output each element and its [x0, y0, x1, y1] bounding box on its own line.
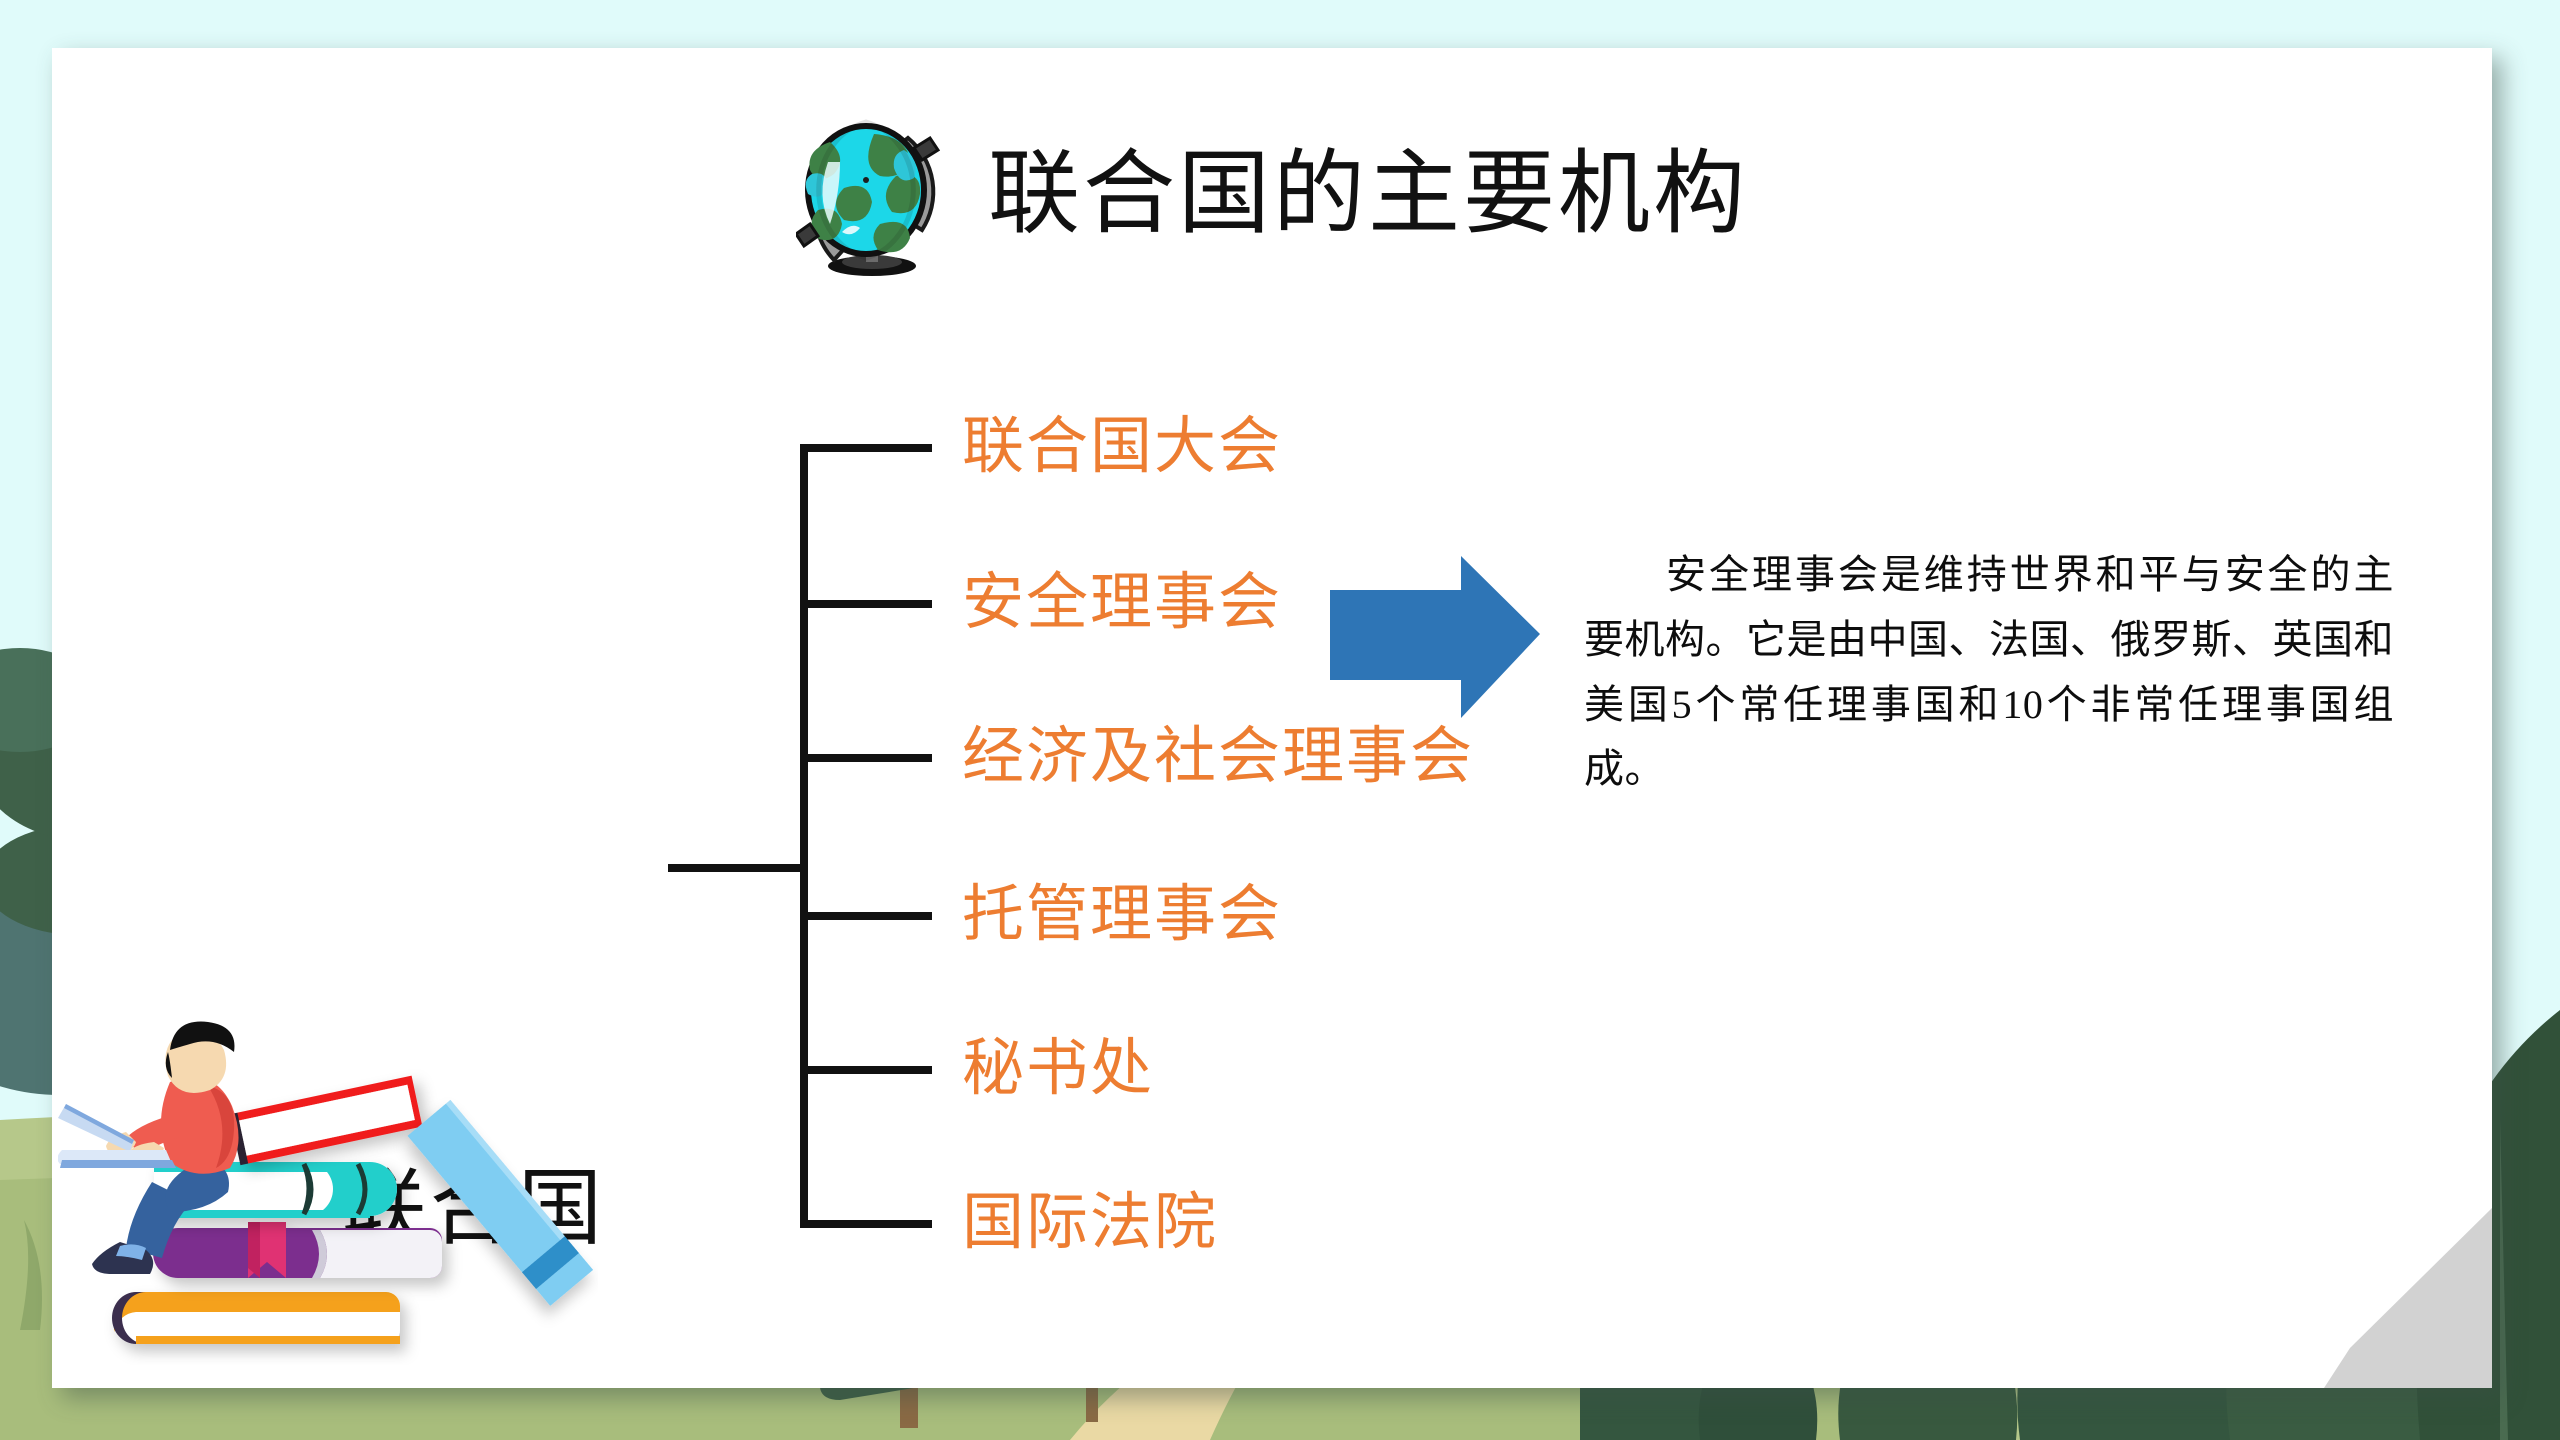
book-red [229, 1075, 423, 1166]
book-purple [153, 1222, 442, 1278]
mindmap-branch-icj[interactable]: 国际法院 [962, 1189, 1219, 1257]
detail-panel: 安全理事会是维持世界和平与安全的主要机构。它是由中国、法国、俄罗斯、英国和美国5… [1584, 503, 2394, 842]
person-reading-on-books-illustration [58, 1021, 594, 1344]
mindmap-branch-security-council[interactable]: 安全理事会 [962, 569, 1283, 637]
mindmap-branch-trusteeship[interactable]: 托管理事会 [962, 881, 1283, 949]
slide-card: 联合国的主要机构 联合国 联合国大会 安全理事会 经济及社会理事会 托管理事会 … [52, 48, 2492, 1388]
slide-header: 联合国的主要机构 [52, 108, 2492, 279]
mindmap-branch-ecosoc[interactable]: 经济及社会理事会 [962, 723, 1475, 791]
mindmap-tree: 联合国 联合国大会 安全理事会 经济及社会理事会 托管理事会 秘书处 国际法院 [52, 408, 1612, 1268]
book-orange [112, 1292, 401, 1344]
page-curl-icon [2262, 1158, 2492, 1388]
book-lightblue [407, 1099, 594, 1306]
person-figure [58, 1021, 239, 1274]
tree-connector-lines [668, 444, 932, 1268]
mindmap-branch-secretariat[interactable]: 秘书处 [962, 1035, 1155, 1103]
globe-icon [795, 119, 941, 276]
right-arrow-icon [1330, 556, 1540, 718]
page-title: 联合国的主要机构 [987, 142, 1748, 245]
tree-trunk [1086, 1382, 1098, 1422]
detail-paragraph: 安全理事会是维持世界和平与安全的主要机构。它是由中国、法国、俄罗斯、英国和美国5… [1584, 552, 2394, 792]
mindmap-branch-general-assembly[interactable]: 联合国大会 [962, 413, 1283, 481]
